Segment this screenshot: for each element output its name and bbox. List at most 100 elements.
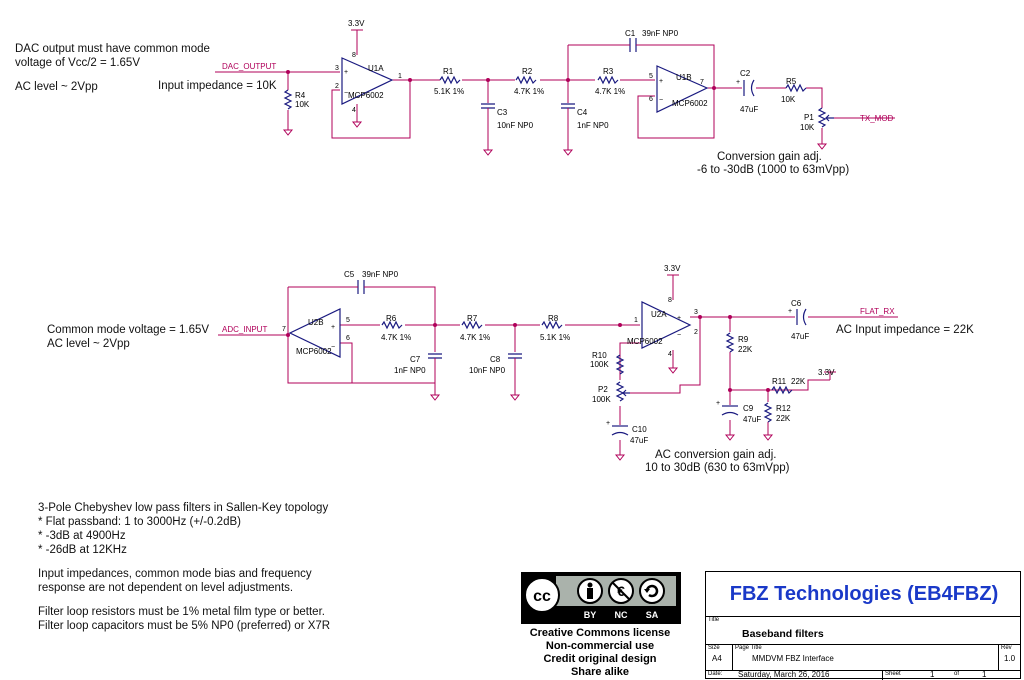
r10-value: 100K: [590, 360, 609, 369]
tx-gain-note-1: Conversion gain adj.: [717, 151, 822, 163]
sheet-label: Sheet: [885, 671, 901, 677]
svg-text:+: +: [344, 69, 348, 76]
svg-text:cc: cc: [533, 588, 551, 605]
svg-text:+: +: [606, 420, 610, 427]
svg-text:3: 3: [335, 65, 339, 72]
svg-text:BY: BY: [584, 610, 597, 620]
svg-text:−: −: [344, 90, 348, 97]
u1a-part: MCP6002: [348, 91, 384, 100]
tx-gain-note-2: -6 to -30dB (1000 to 63mVpp): [697, 164, 849, 176]
r5-ref: R5: [786, 77, 797, 86]
svg-text:5: 5: [649, 73, 653, 80]
r11-supply-label: 3.3V: [818, 368, 835, 377]
c2-ref: C2: [740, 69, 751, 78]
rx-filter-circuit: 3.3V 3.3V + − U2B MCP6002 5 6 7 C5 39nF …: [218, 264, 974, 474]
license-text: Creative Commons license Non-commercial …: [529, 627, 671, 678]
p1-ref: P1: [804, 113, 814, 122]
sheet-title: Baseband filters: [742, 628, 824, 640]
svg-text:5: 5: [346, 317, 350, 324]
u1b-ref: U1B: [676, 73, 692, 82]
r7-ref: R7: [467, 314, 478, 323]
svg-text:7: 7: [282, 326, 286, 333]
u2a-ref: U2A: [651, 310, 667, 319]
c2-value: 47uF: [740, 105, 758, 114]
svg-text:−: −: [659, 97, 663, 104]
svg-text:7: 7: [700, 79, 704, 86]
u1b-part: MCP6002: [672, 99, 708, 108]
c10-value: 47uF: [630, 436, 648, 445]
r6-ref: R6: [386, 314, 397, 323]
size-value: A4: [712, 654, 722, 663]
title-label: Title: [708, 617, 720, 623]
svg-text:1: 1: [634, 317, 638, 324]
rx-gain-note-2: 10 to 30dB (630 to 63mVpp): [645, 462, 790, 474]
r3-ref: R3: [603, 67, 614, 76]
r6-value: 4.7K 1%: [381, 333, 411, 342]
tx-mod-net: TX_MOD: [860, 114, 894, 123]
r11-value: 22K: [791, 377, 806, 386]
svg-text:2: 2: [694, 329, 698, 336]
svg-text:+: +: [716, 400, 720, 407]
svg-text:8: 8: [668, 297, 672, 304]
u2-supply-label: 3.3V: [664, 264, 681, 273]
svg-text:4: 4: [668, 351, 672, 358]
r1-value: 5.1K 1%: [434, 87, 464, 96]
r5-value: 10K: [781, 95, 796, 104]
size-label: Size: [708, 645, 720, 651]
page-title-value: MMDVM FBZ Interface: [752, 654, 834, 663]
tx-input-impedance: Input impedance = 10K: [158, 80, 277, 92]
r9-ref: R9: [738, 335, 749, 344]
svg-text:SA: SA: [646, 610, 659, 620]
r2-value: 4.7K 1%: [514, 87, 544, 96]
c1-value: 39nF NP0: [642, 29, 679, 38]
u2a-part: MCP6002: [627, 337, 663, 346]
c5-ref: C5: [344, 270, 355, 279]
p2-ref: P2: [598, 385, 608, 394]
svg-text:−: −: [677, 332, 681, 339]
svg-text:NC: NC: [615, 610, 628, 620]
svg-text:+: +: [736, 79, 740, 86]
date-label: Date:: [708, 671, 723, 677]
rev-label: Rev: [1001, 645, 1012, 651]
c8-value: 10nF NP0: [469, 366, 506, 375]
page-title-label: Page Title: [735, 645, 762, 651]
p1-value: 10K: [800, 123, 815, 132]
rx-gain-note-1: AC conversion gain adj.: [655, 449, 776, 461]
svg-text:4: 4: [352, 107, 356, 114]
r11-ref: R11: [772, 377, 787, 386]
of-label: of: [954, 671, 960, 677]
r3-value: 4.7K 1%: [595, 87, 625, 96]
sharealike-icon: [639, 578, 665, 604]
r9-value: 22K: [738, 345, 753, 354]
r12-ref: R12: [776, 404, 791, 413]
rx-input-impedance: AC Input impedance = 22K: [836, 324, 974, 336]
c3-value: 10nF NP0: [497, 121, 534, 130]
c6-ref: C6: [791, 299, 802, 308]
tx-filter-circuit: 3.3V + − U1A MCP6002 3 2 1 8 4 R4 10K R1…: [158, 19, 895, 176]
c7-ref: C7: [410, 355, 421, 364]
company-name: FBZ Technologies (EB4FBZ): [729, 583, 999, 605]
c4-ref: C4: [577, 108, 588, 117]
svg-text:+: +: [788, 308, 792, 315]
cc-logo-icon: [524, 577, 560, 613]
filter-design-notes: 3-Pole Chebyshev low pass filters in Sal…: [38, 502, 331, 632]
u1-supply-label: 3.3V: [348, 19, 365, 28]
c6-value: 47uF: [791, 332, 809, 341]
r10-ref: R10: [592, 351, 607, 360]
title-block: FBZ Technologies (EB4FBZ) Title Baseband…: [705, 571, 1021, 680]
r12-value: 22K: [776, 414, 791, 423]
date-value: Saturday, March 26, 2016: [738, 670, 830, 679]
c9-ref: C9: [743, 404, 754, 413]
u2b-ref: U2B: [308, 318, 324, 327]
sheet-total: 1: [982, 670, 987, 679]
c3-ref: C3: [497, 108, 508, 117]
svg-text:6: 6: [649, 96, 653, 103]
r1-ref: R1: [443, 67, 454, 76]
flat-rx-net: FLAT_RX: [860, 307, 895, 316]
c9-value: 47uF: [743, 415, 761, 424]
svg-text:+: +: [677, 315, 681, 322]
adc-input-net: ADC_INPUT: [222, 325, 267, 334]
r8-ref: R8: [548, 314, 559, 323]
u2b-part: MCP6002: [296, 347, 332, 356]
svg-text:+: +: [659, 78, 663, 85]
